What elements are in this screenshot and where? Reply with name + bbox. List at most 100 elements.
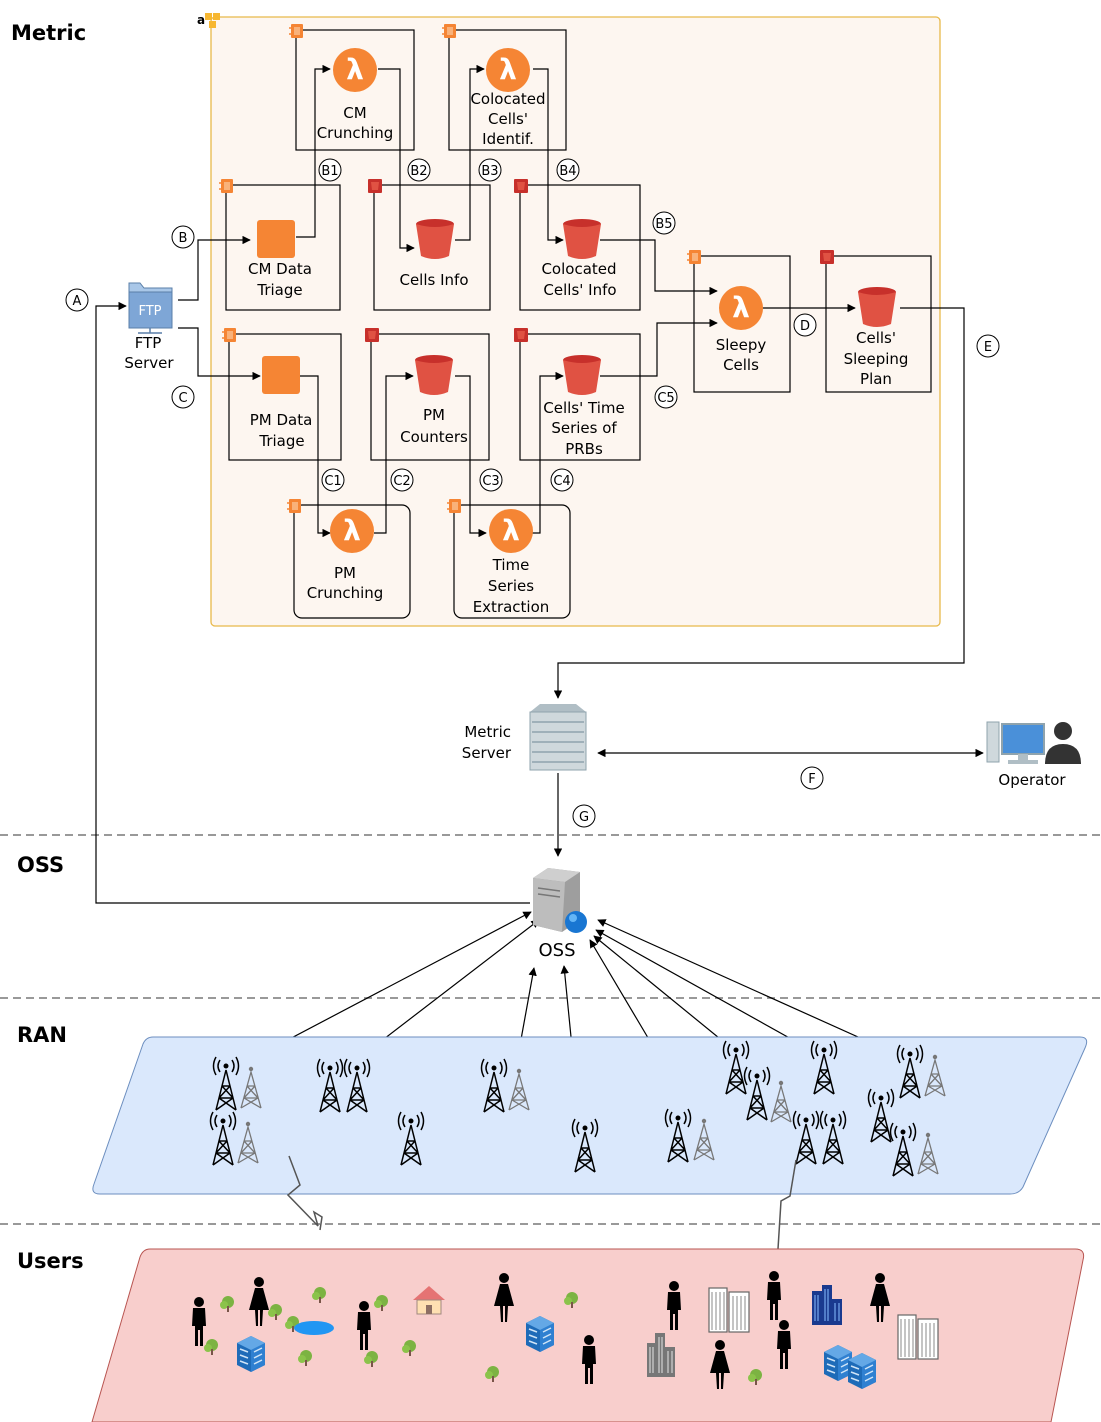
marker-B3: B3 [478, 158, 502, 182]
cm-crunching-label-1: CM [343, 104, 366, 122]
connectors-internal [178, 64, 856, 538]
section-label-users: Users [17, 1249, 84, 1273]
svg-text:A: A [73, 294, 82, 309]
office-building-icon [897, 1314, 939, 1360]
building-icon [525, 1315, 555, 1353]
sleeping-plan-label-1: Cells' [856, 329, 896, 347]
aws-cloud-container [210, 16, 941, 627]
time-series-prbs-node: Cells' Time Series of PRBs [543, 355, 625, 458]
lambda-icon [333, 48, 377, 92]
metric-server-node: Metric Server [462, 704, 587, 771]
metric-server-label-1: Metric [464, 723, 511, 741]
svg-text:B2: B2 [410, 164, 427, 179]
marker-E: E [976, 334, 1000, 358]
svg-text:C1: C1 [324, 474, 341, 489]
pm-counters-node: PM Counters [400, 355, 468, 446]
svg-text:G: G [579, 810, 589, 825]
cells-info-node: Cells Info [399, 219, 469, 289]
marker-C2: C2 [390, 468, 414, 492]
colocated-info-label-1: Colocated [541, 260, 616, 278]
svg-text:C2: C2 [393, 474, 410, 489]
ftp-server-label-1: FTP [135, 334, 162, 352]
time-series-prbs-label-2: Series of [551, 419, 617, 437]
marker-A: A [65, 288, 89, 312]
lambda-icon [486, 48, 530, 92]
svg-text:B: B [179, 231, 188, 246]
sleepy-cells-label-2: Cells [723, 356, 759, 374]
sleepy-cells-label-1: Sleepy [716, 336, 767, 354]
pond-icon [294, 1321, 334, 1335]
lambda-icon [719, 286, 763, 330]
svg-text:a: a [197, 13, 205, 27]
pm-crunching-label-1: PM [334, 564, 356, 582]
s3-bucket-icon [563, 219, 601, 259]
compute-icon [262, 356, 300, 394]
svg-text:F: F [808, 772, 815, 787]
s3-bucket-icon [416, 219, 454, 259]
users-scene [192, 1271, 939, 1390]
oss-server-label: OSS [538, 940, 575, 961]
building-icon [823, 1344, 853, 1382]
svg-text:B4: B4 [559, 164, 576, 179]
time-series-prbs-label-3: PRBs [565, 440, 603, 458]
pm-data-triage-node: PM Data Triage [250, 356, 313, 450]
pm-counters-label-1: PM [423, 406, 445, 424]
ftp-server-label-2: Server [124, 354, 174, 372]
marker-G: G [572, 804, 596, 828]
office-building-icon [708, 1287, 750, 1333]
metric-server-label-2: Server [462, 744, 512, 762]
group-boxes [225, 29, 932, 619]
server-rack-icon [529, 704, 587, 771]
building-icon [847, 1352, 877, 1390]
s3-bucket-icon [858, 287, 896, 327]
colocated-identif-label-1: Colocated [470, 90, 545, 108]
time-series-prbs-label-1: Cells' Time [543, 399, 624, 417]
user-icon [1045, 722, 1081, 764]
svg-text:C: C [178, 391, 187, 406]
pm-crunching-label-2: Crunching [307, 584, 384, 602]
marker-B4: B4 [556, 158, 580, 182]
compute-icon [257, 220, 295, 258]
operator-node: Operator [986, 721, 1081, 789]
lambda-icon [330, 509, 374, 553]
colocated-info-node: Colocated Cells' Info [541, 219, 617, 299]
wireless-link-icon [286, 1155, 323, 1231]
pm-counters-label-2: Counters [400, 428, 468, 446]
marker-C4: C4 [550, 468, 574, 492]
operator-label: Operator [998, 771, 1066, 789]
section-label-metric: Metric [11, 21, 86, 45]
sleeping-plan-node: Cells' Sleeping Plan [844, 287, 909, 388]
building-icon [236, 1335, 266, 1373]
svg-text:C5: C5 [657, 391, 674, 406]
colocated-identif-node: Colocated Cells' Identif. [470, 48, 546, 148]
s3-bucket-icon [415, 355, 453, 395]
cm-data-triage-node: CM Data Triage [248, 220, 312, 299]
svg-text:B1: B1 [321, 164, 338, 179]
sleeping-plan-label-2: Sleeping [844, 350, 909, 368]
marker-C5: C5 [654, 385, 678, 409]
marker-B2: B2 [407, 158, 431, 182]
pm-data-triage-label-1: PM Data [250, 411, 313, 429]
cells-info-label: Cells Info [399, 271, 468, 289]
markers: A B C D E F G B1 B2 B3 B4 B5 C1 C2 C3 C4… [65, 158, 1000, 828]
marker-B5: B5 [652, 211, 676, 235]
ftp-server-node: FTP FTP Server [124, 282, 174, 372]
colocated-identif-label-3: Identif. [482, 130, 534, 148]
ftp-folder-icon: FTP [128, 282, 173, 334]
time-series-extraction-label-3: Extraction [473, 598, 550, 616]
cm-crunching-label-2: Crunching [317, 124, 394, 142]
s3-bucket-icon [563, 355, 601, 395]
cm-crunching-node: CM Crunching [317, 48, 394, 142]
aws-logo-icon: a [197, 13, 220, 28]
svg-text:FTP: FTP [138, 304, 161, 319]
marker-F: F [800, 766, 824, 790]
section-label-ran: RAN [17, 1023, 67, 1047]
pm-data-triage-label-2: Triage [258, 432, 304, 450]
time-series-extraction-label-2: Series [488, 577, 534, 595]
sleepy-cells-node: Sleepy Cells [716, 286, 767, 374]
oss-server-node: OSS [533, 868, 587, 961]
marker-B1: B1 [318, 158, 342, 182]
marker-C: C [171, 385, 195, 409]
svg-text:B5: B5 [655, 217, 672, 232]
